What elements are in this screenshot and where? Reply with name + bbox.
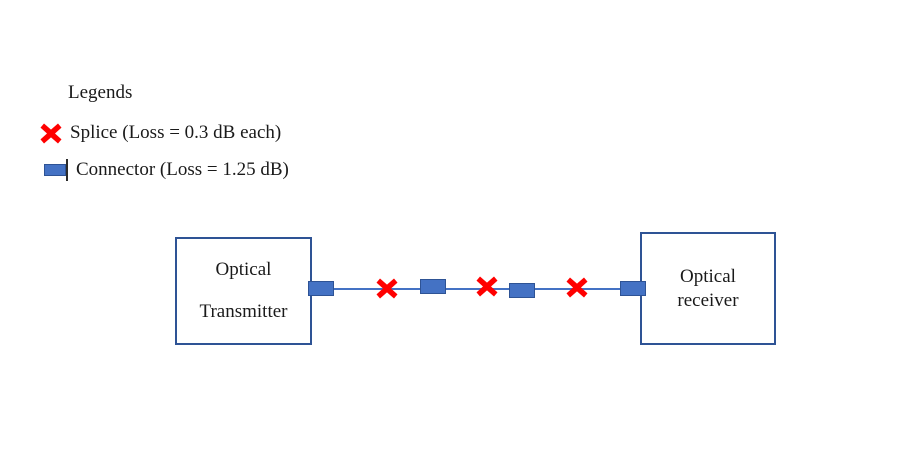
connector-rect-body: [44, 164, 66, 176]
legend-title: Legends: [68, 82, 133, 103]
transmitter-label-line-2: Transmitter: [199, 301, 288, 322]
splice-1: [376, 278, 398, 299]
legend-item-connector: Connector (Loss = 1.25 dB): [44, 157, 289, 183]
connector-rect-icon: [44, 159, 70, 181]
receiver-label-line-2: receiver: [677, 289, 739, 311]
connector-tick-mark: [66, 159, 68, 181]
connector-3: [509, 283, 535, 298]
splice-2: [476, 276, 498, 297]
transmitter-label-line-1: Optical: [215, 259, 272, 280]
fiber-link-line: [312, 288, 648, 290]
optical-transmitter-box: Optical Transmitter: [175, 237, 312, 345]
connector-2: [420, 279, 446, 294]
connector-1: [308, 281, 334, 296]
splice-x-icon: [40, 123, 62, 144]
receiver-label-line-1: Optical: [680, 265, 736, 287]
splice-3: [566, 277, 588, 298]
legend-item-splice-label: Splice (Loss = 0.3 dB each): [70, 122, 282, 143]
legend-block: Legends Splice (Loss = 0.3 dB each) Conn…: [0, 0, 420, 200]
legend-item-connector-label: Connector (Loss = 1.25 dB): [76, 159, 289, 180]
optical-receiver-box: Optical receiver: [640, 232, 776, 345]
connector-4: [620, 281, 646, 296]
legend-item-splice: Splice (Loss = 0.3 dB each): [40, 120, 281, 146]
